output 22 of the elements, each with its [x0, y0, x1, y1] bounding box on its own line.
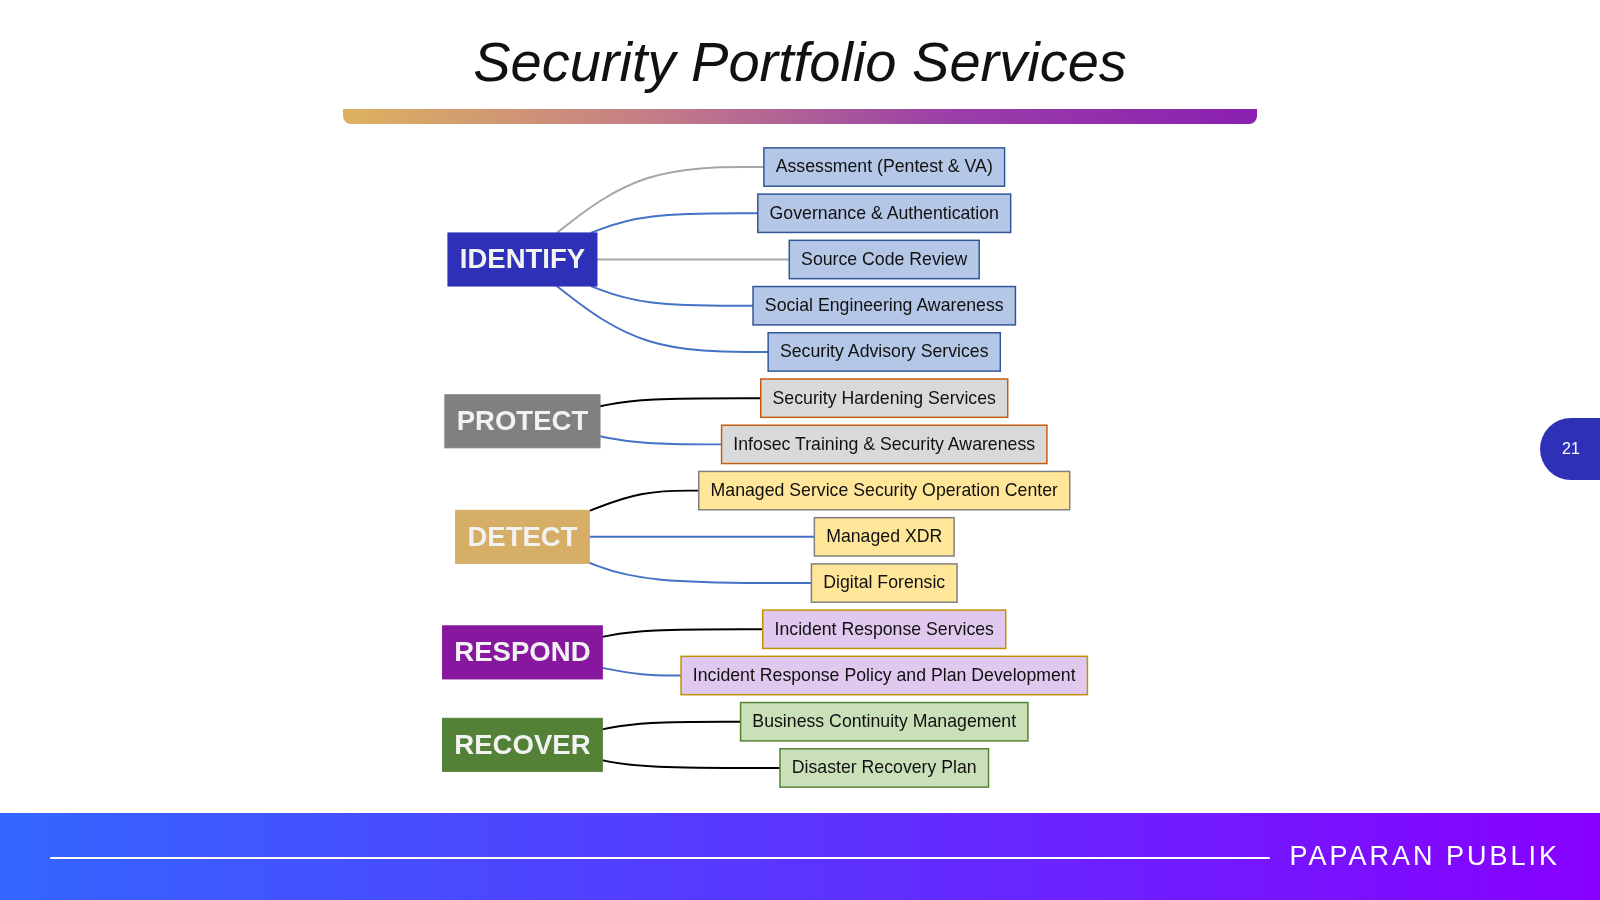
node-box: Assessment (Pentest & VA) — [763, 147, 1006, 187]
footer-text: PAPARAN PUBLIK — [1289, 841, 1560, 872]
node-box: PROTECT — [444, 394, 601, 449]
node-box: Source Code Review — [788, 239, 980, 280]
node-box: Incident Response Policy and Plan Development — [680, 655, 1089, 696]
node-box: Managed XDR — [813, 516, 955, 557]
node-box: Infosec Training & Security Awareness — [720, 424, 1048, 465]
page-number: 21 — [1540, 418, 1600, 480]
node-box: Digital Forensic — [810, 563, 958, 603]
node-box: Social Engineering Awareness — [752, 285, 1017, 326]
node-box: Business Continuity Management — [739, 701, 1029, 742]
node-box: Managed Service Security Operation Center — [698, 470, 1071, 511]
node-box: IDENTIFY — [447, 232, 598, 287]
node-box: RESPOND — [442, 625, 603, 680]
connector — [601, 666, 682, 677]
node-box: Security Advisory Services — [767, 332, 1002, 372]
node-box: DETECT — [455, 509, 590, 564]
node-box: Governance & Authentication — [757, 193, 1012, 234]
node-box: Disaster Recovery Plan — [779, 748, 990, 788]
node-box: Incident Response Services — [761, 609, 1007, 650]
node-box: Security Hardening Services — [760, 378, 1009, 419]
node-box: RECOVER — [442, 717, 603, 772]
